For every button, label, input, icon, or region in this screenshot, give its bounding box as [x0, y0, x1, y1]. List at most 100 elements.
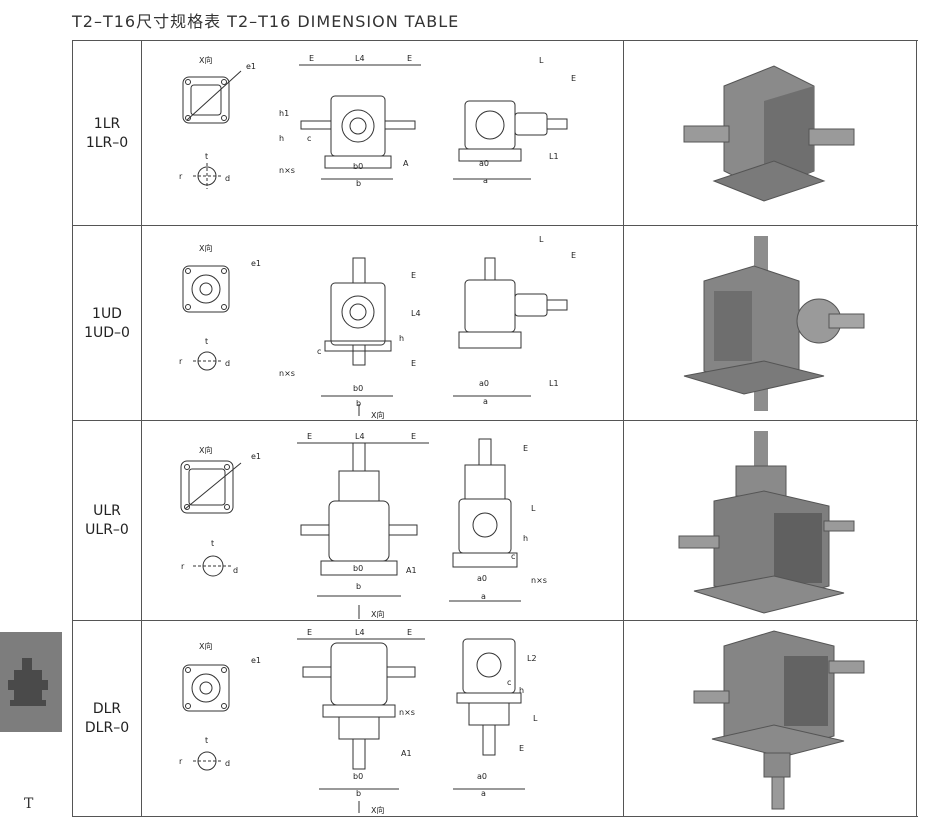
model-label-cell: DLR DLR–0	[72, 621, 142, 816]
svg-text:E: E	[411, 271, 416, 280]
svg-text:h: h	[519, 686, 524, 695]
dimension-drawing-1ud: X向 e1 t r d E L4 h E c	[141, 226, 624, 421]
model-name: DLR	[92, 700, 122, 717]
svg-text:h: h	[523, 534, 528, 543]
gearbox-render	[683, 236, 865, 411]
table-row-ulr: ULR ULR–0 X向 e1 t r d E L4 E	[72, 420, 918, 621]
svg-text:t: t	[205, 736, 208, 745]
svg-text:b0: b0	[353, 772, 363, 781]
svg-text:L: L	[531, 504, 536, 513]
flange-inner	[190, 84, 222, 116]
e1-label: e1	[246, 62, 256, 71]
svg-text:a: a	[483, 176, 488, 185]
svg-text:b: b	[356, 582, 361, 591]
svg-text:c: c	[507, 678, 511, 687]
table-row-1lr: 1LR 1LR–0 X向 e1 t r d E L4	[72, 40, 918, 226]
svg-text:E: E	[571, 74, 576, 83]
svg-text:d: d	[225, 359, 230, 368]
svg-text:b0: b0	[353, 162, 363, 171]
svg-text:b: b	[356, 179, 361, 188]
svg-text:r: r	[179, 172, 183, 181]
gearbox-render	[683, 65, 855, 202]
svg-text:a0: a0	[477, 772, 487, 781]
gearbox-icon	[8, 658, 48, 706]
svg-text:L: L	[539, 56, 544, 65]
product-photo-dlr	[624, 621, 917, 816]
svg-text:c: c	[511, 552, 515, 561]
svg-text:A1: A1	[401, 749, 412, 758]
svg-text:b0: b0	[353, 564, 363, 573]
svg-text:L2: L2	[527, 654, 537, 663]
svg-text:L4: L4	[355, 432, 365, 441]
svg-text:X向: X向	[199, 445, 212, 455]
svg-text:b: b	[356, 789, 361, 798]
page-title: T2–T16尺寸规格表 T2–T16 DIMENSION TABLE	[72, 12, 460, 31]
svg-text:d: d	[225, 759, 230, 768]
svg-text:a: a	[481, 789, 486, 798]
svg-text:r: r	[181, 562, 185, 571]
svg-text:E: E	[411, 359, 416, 368]
dimension-table: 1LR 1LR–0 X向 e1 t r d E L4	[72, 40, 918, 817]
svg-text:n×s: n×s	[279, 166, 295, 175]
svg-text:E: E	[411, 432, 416, 441]
section-tab	[0, 632, 62, 732]
model-variant: DLR–0	[84, 719, 130, 736]
svg-text:L1: L1	[549, 152, 559, 161]
product-photo-1ud	[624, 226, 917, 421]
svg-text:t: t	[205, 152, 208, 161]
svg-text:L4: L4	[411, 309, 421, 318]
svg-text:d: d	[233, 566, 238, 575]
svg-text:L4: L4	[355, 628, 365, 637]
model-name: 1UD	[92, 305, 122, 322]
svg-text:d: d	[225, 174, 230, 183]
svg-text:h: h	[279, 134, 284, 143]
model-name: ULR	[93, 503, 121, 519]
model-label-cell: ULR ULR–0	[72, 421, 142, 621]
svg-text:e1: e1	[251, 452, 261, 461]
model-variant: 1UD–0	[84, 324, 130, 341]
svg-text:t: t	[211, 539, 214, 548]
table-row-dlr: DLR DLR–0 X向 e1 t r d E L4 E	[72, 620, 918, 817]
svg-text:n×s: n×s	[279, 369, 295, 378]
svg-text:X向: X向	[199, 641, 212, 651]
svg-text:e1: e1	[251, 259, 261, 268]
svg-text:e1: e1	[251, 656, 261, 665]
svg-text:b: b	[356, 399, 361, 408]
svg-text:L1: L1	[549, 379, 559, 388]
svg-text:h: h	[399, 334, 404, 343]
x-view-label: X向	[199, 55, 212, 65]
svg-text:X向: X向	[199, 243, 212, 253]
dimension-drawing-ulr: X向 e1 t r d E L4 E	[141, 421, 624, 621]
svg-text:E: E	[523, 444, 528, 453]
svg-text:r: r	[179, 757, 183, 766]
svg-text:a: a	[483, 397, 488, 406]
svg-text:E: E	[571, 251, 576, 260]
product-photo-ulr	[624, 421, 917, 621]
flange-outline	[182, 76, 230, 124]
svg-text:E: E	[407, 628, 412, 637]
product-photo-1lr	[624, 41, 917, 226]
dimension-drawing-1lr: X向 e1 t r d E L4 E	[141, 41, 624, 226]
svg-text:h1: h1	[279, 109, 289, 118]
svg-text:E: E	[519, 744, 524, 753]
svg-text:E: E	[307, 628, 312, 637]
model-name: 1LR	[93, 115, 121, 132]
svg-text:L4: L4	[355, 54, 365, 63]
model-label-cell: 1LR 1LR–0	[72, 41, 142, 226]
svg-text:b0: b0	[353, 384, 363, 393]
dimension-drawing-dlr: X向 e1 t r d E L4 E n×s	[141, 621, 624, 816]
model-variant: 1LR–0	[85, 134, 129, 151]
svg-text:a: a	[481, 592, 486, 601]
svg-text:A: A	[403, 159, 409, 168]
table-row-1ud: 1UD 1UD–0 X向 e1 t r d E	[72, 225, 918, 421]
svg-text:n×s: n×s	[399, 708, 415, 717]
svg-text:E: E	[307, 432, 312, 441]
gearbox-render	[693, 630, 865, 810]
gearbox-render	[678, 431, 855, 614]
svg-text:X向: X向	[371, 609, 384, 619]
svg-text:c: c	[307, 134, 311, 143]
model-variant: ULR–0	[85, 522, 129, 538]
svg-text:c: c	[317, 347, 321, 356]
svg-text:a0: a0	[477, 574, 487, 583]
svg-text:X向: X向	[371, 805, 384, 815]
